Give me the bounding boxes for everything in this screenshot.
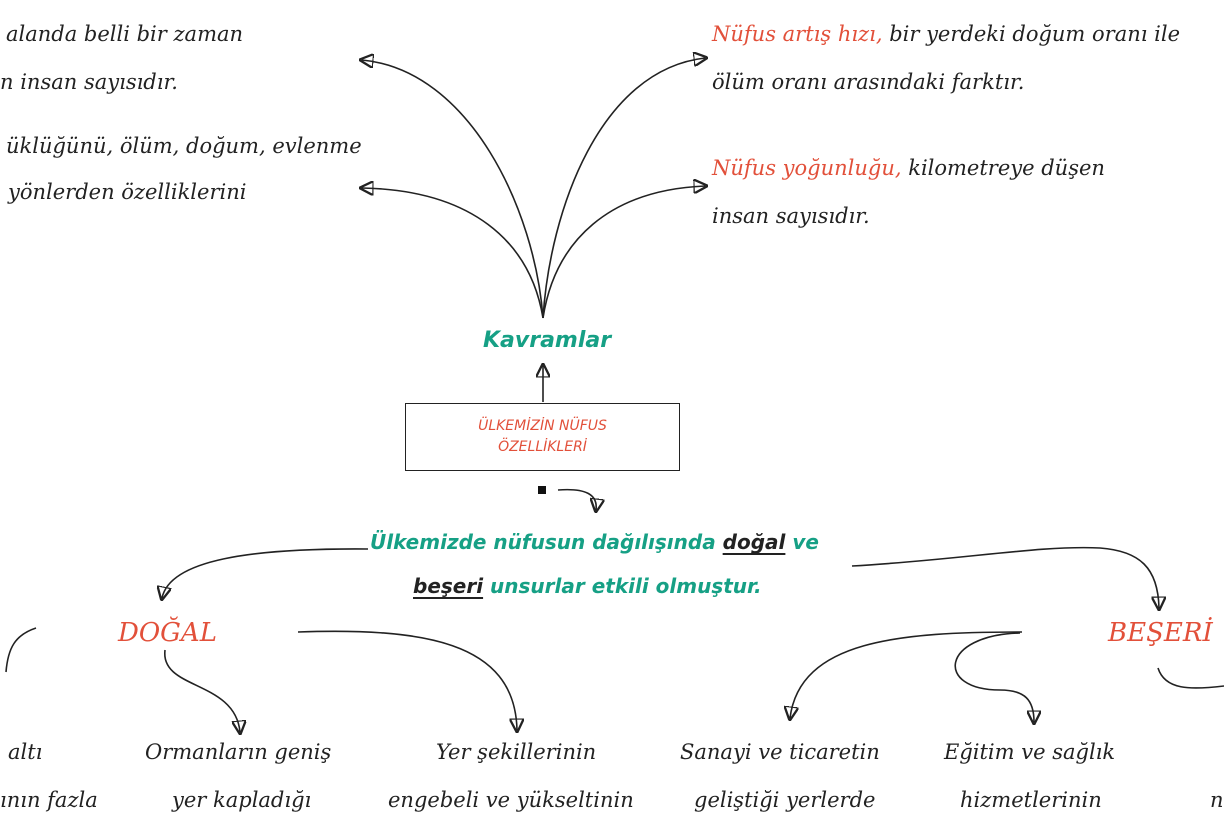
arrow-to-yer-sekilleri (297, 630, 517, 730)
connector-handle[interactable] (538, 486, 546, 494)
word-beseri: beşeri (413, 574, 484, 598)
distribution-line1: Ülkemizde nüfusun dağılışında doğal ve (370, 532, 819, 552)
bottom-item4-line1: Sanayi ve ticaretin (680, 740, 880, 764)
bottom-item1-line2: ının fazla (0, 788, 98, 812)
central-title-line2: ÖZELLİKLERİ (498, 439, 587, 455)
bottom-item5-line2: hizmetlerinin (960, 788, 1102, 812)
right-top-rest: bir yerdeki doğum oranı ile (882, 22, 1181, 46)
right-mid-rest: kilometreye düşen (901, 156, 1105, 180)
bottom-item2-line1: Ormanların geniş (145, 740, 332, 764)
bottom-item6-line1: n (1210, 788, 1224, 812)
arrow-to-right-mid (542, 186, 705, 319)
bottom-item3-line2: engebeli ve yükseltinin (388, 788, 634, 812)
right-mid-line2: insan sayısıdır. (712, 204, 870, 228)
term-nufus-yogunlugu: Nüfus yoğunluğu, (712, 156, 902, 180)
distribution-part2: ve (785, 530, 819, 554)
central-topic-box: ÜLKEMİZİN NÜFUS ÖZELLİKLERİ (405, 403, 680, 471)
beseri-label: BEŞERİ (1108, 618, 1213, 648)
arrow-to-right-top (542, 58, 705, 319)
line-beseri-right (1157, 667, 1224, 689)
arrow-to-left-mid (362, 188, 544, 319)
bottom-item2-line2: yer kapladığı (172, 788, 312, 812)
right-top-line2: ölüm oranı arasındaki farktır. (712, 70, 1025, 94)
distribution-line2: beşeri unsurlar etkili olmuştur. (413, 576, 762, 596)
bottom-item1-line1: altı (8, 740, 43, 764)
left-mid-line1: üklüğünü, ölüm, doğum, evlenme (6, 134, 362, 158)
bottom-item3-line1: Yer şekillerinin (436, 740, 597, 764)
distribution-part3: unsurlar etkili olmuştur. (483, 574, 762, 598)
dogal-label: DOĞAL (118, 618, 217, 648)
arrow-to-egitim (954, 632, 1034, 722)
arrow-to-beseri (851, 546, 1159, 608)
arrow-to-ormanlar (164, 649, 240, 732)
word-dogal: doğal (722, 530, 786, 554)
kavramlar-label: Kavramlar (483, 328, 612, 353)
bottom-item4-line2: geliştiği yerlerde (694, 788, 876, 812)
term-nufus-artis-hizi: Nüfus artış hızı, (712, 22, 883, 46)
central-title-line1: ÜLKEMİZİN NÜFUS (478, 418, 607, 434)
left-top-line2: n insan sayısıdır. (0, 70, 178, 94)
right-top-line1: Nüfus artış hızı, bir yerdeki doğum oran… (712, 24, 1180, 45)
bottom-item5-line1: Eğitim ve sağlık (944, 740, 1116, 764)
arrow-to-dogal-branch (162, 548, 369, 598)
line-dogal-left (5, 627, 37, 673)
arrow-box-to-distribution (557, 488, 596, 510)
left-top-line1: alanda belli bir zaman (6, 22, 244, 46)
arrow-to-left-top (362, 60, 544, 319)
right-mid-line1: Nüfus yoğunluğu, kilometreye düşen (712, 158, 1105, 179)
arrow-to-sanayi (790, 631, 1023, 718)
distribution-part1: Ülkemizde nüfusun dağılışında (370, 530, 723, 554)
left-mid-line2: yönlerden özelliklerini (8, 180, 247, 204)
